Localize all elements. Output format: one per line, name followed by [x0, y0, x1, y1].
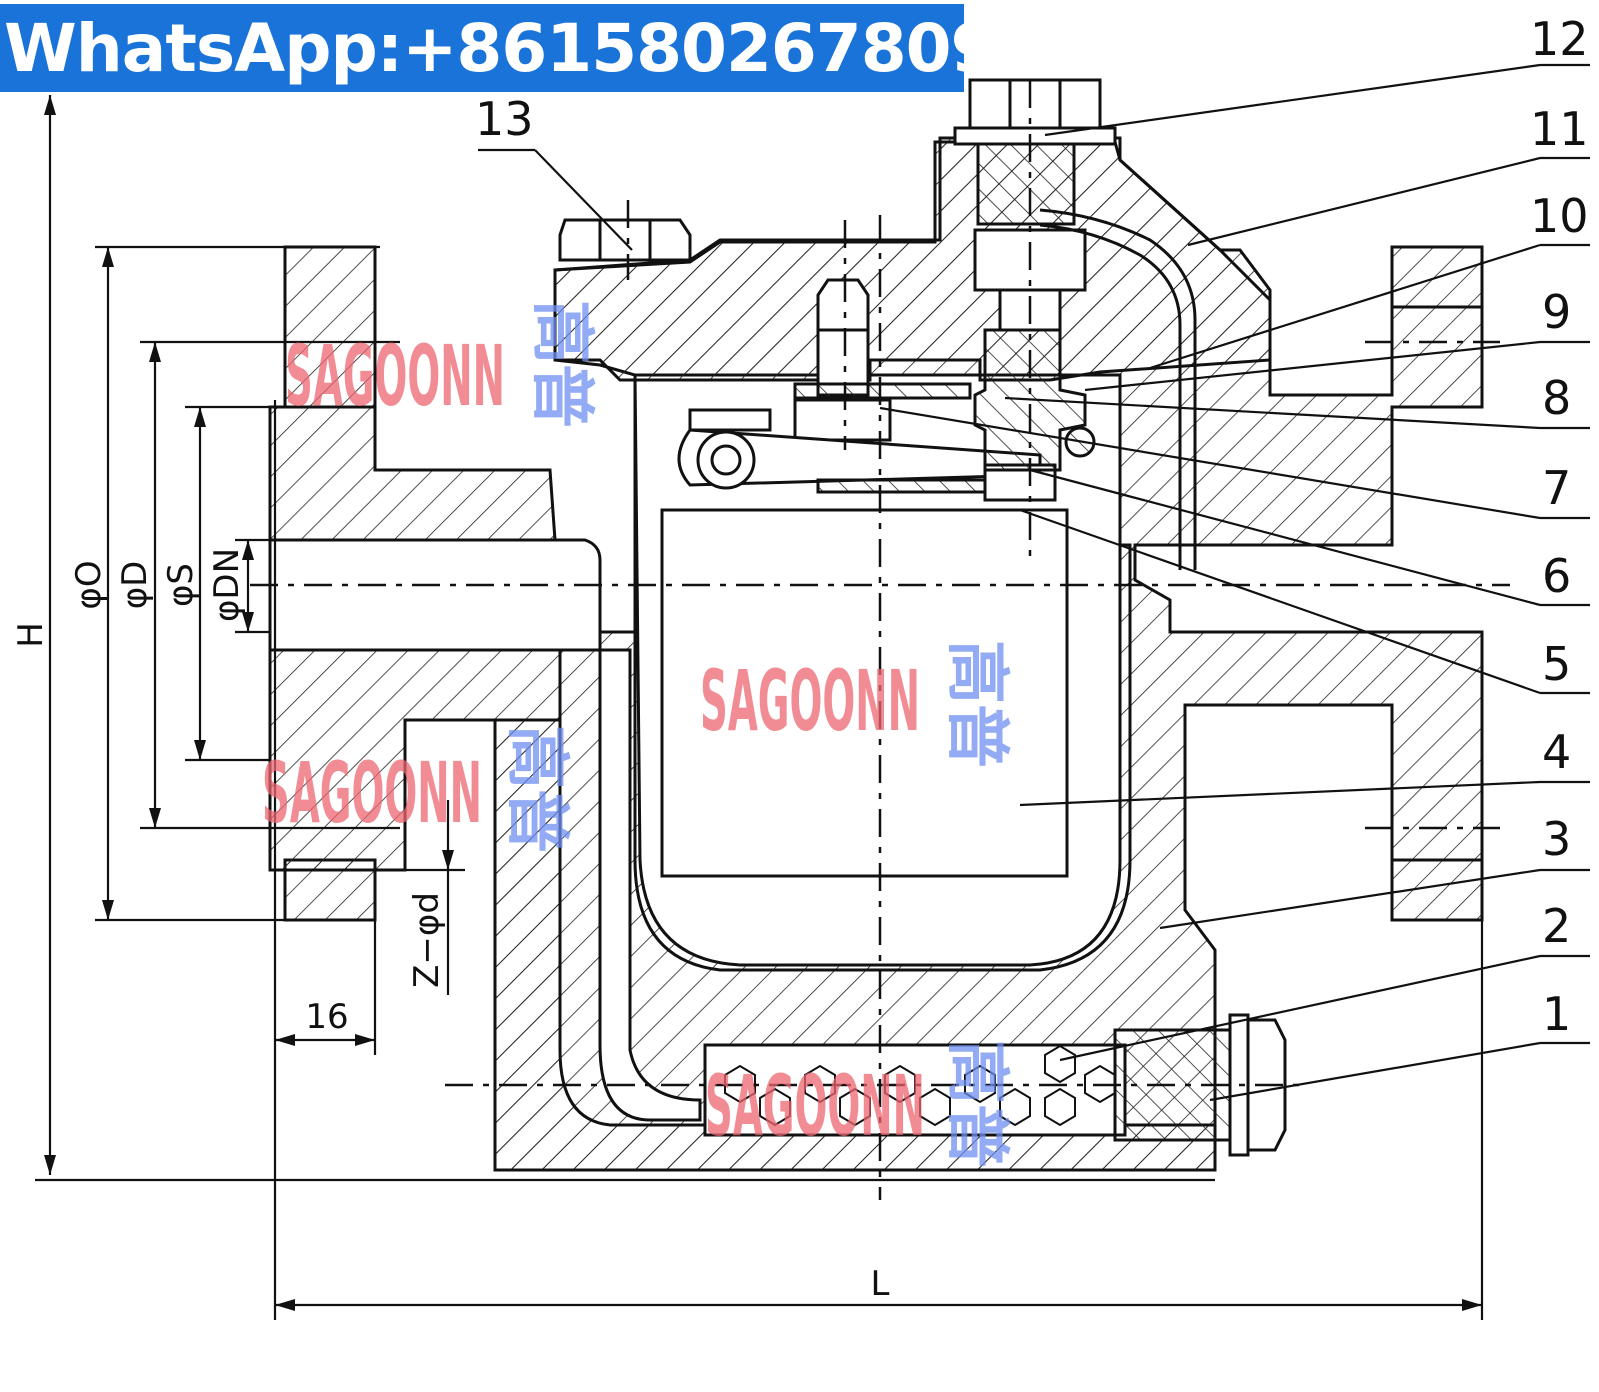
inner-stud	[793, 278, 972, 442]
watermark-4: SAGOONN 高普	[705, 1040, 1013, 1168]
dim-h: H	[11, 622, 51, 648]
watermark-brand: SAGOONN	[700, 652, 920, 750]
watermark-1: SAGOONN 高普	[285, 300, 598, 428]
dim-z-phi-d: Z−φd	[407, 892, 447, 988]
watermark-cn: 高普	[939, 640, 1013, 768]
part-number-5: 5	[1542, 637, 1571, 691]
part-number-13: 13	[475, 92, 534, 146]
whatsapp-banner: WhatsApp:+8615802678096	[0, 4, 964, 92]
part-number-12: 12	[1530, 12, 1589, 66]
part-number-11: 11	[1530, 102, 1589, 156]
part-number-9: 9	[1542, 285, 1571, 339]
dim-phi-o: φO	[69, 560, 109, 609]
part-number-2: 2	[1542, 899, 1571, 953]
center-lines	[250, 80, 1510, 1200]
part-number-10: 10	[1530, 189, 1589, 243]
part-number-3: 3	[1542, 812, 1571, 866]
cover-bolt	[558, 218, 692, 262]
watermark-cn: 高普	[524, 300, 598, 428]
lever	[677, 408, 1096, 502]
watermark-2: SAGOONN 高普	[700, 640, 1013, 768]
watermark-brand: SAGOONN	[285, 327, 505, 425]
inlet-channel	[268, 538, 702, 1122]
dim-16: 16	[305, 997, 348, 1037]
part-number-4: 4	[1542, 725, 1571, 779]
watermark-cn: 高普	[939, 1040, 1013, 1168]
dimension-lines	[35, 95, 1484, 1320]
outlet-tube	[1039, 208, 1197, 570]
watermark-brand: SAGOONN	[705, 1057, 925, 1155]
dim-phi-s: φS	[161, 563, 201, 607]
dim-l: L	[871, 1264, 890, 1304]
part-number-8: 8	[1542, 371, 1571, 425]
watermarks: SAGOONN 高普 SAGOONN 高普 SAGOONN 高普 SAGOONN…	[262, 300, 1013, 1168]
cover	[553, 140, 1272, 382]
watermark-3: SAGOONN 高普	[262, 725, 573, 853]
part-number-1: 1	[1542, 987, 1571, 1041]
part-number-labels: 1 2 3 4 5 6 7 8 9 10 11 12 13	[475, 12, 1589, 1041]
leader-lines	[478, 63, 1590, 1102]
watermark-brand: SAGOONN	[262, 744, 482, 842]
dim-phi-dn: φDN	[207, 548, 247, 622]
dimension-labels: φO φD φS φDN H L 16 Z−φd	[11, 548, 890, 1304]
part-number-6: 6	[1542, 549, 1571, 603]
part-number-7: 7	[1542, 461, 1571, 515]
float-bucket	[660, 508, 1069, 878]
watermark-cn: 高普	[499, 725, 573, 853]
arrowheads	[44, 95, 1482, 1311]
banner-text: WhatsApp:+8615802678096	[4, 9, 964, 87]
dim-phi-d: φD	[115, 561, 155, 610]
